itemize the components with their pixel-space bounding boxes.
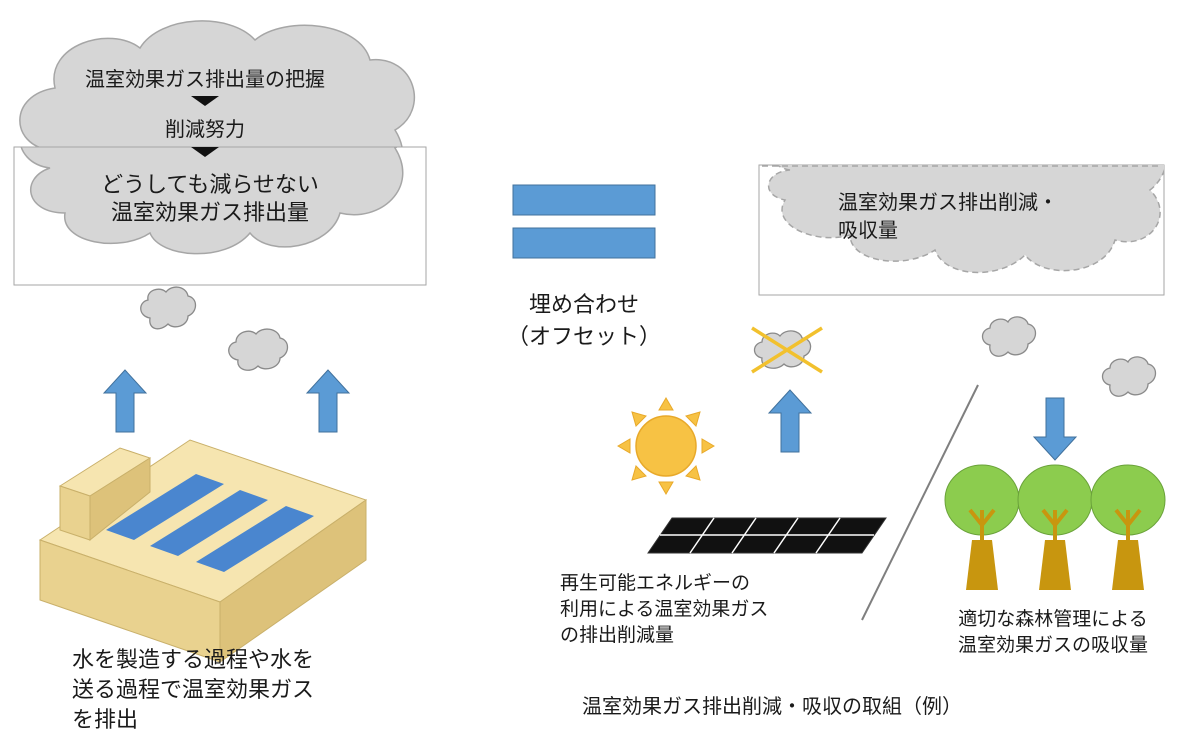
left-cloud-line3: どうしても減らせない 温室効果ガス排出量 [101, 173, 319, 226]
factory-panel-2 [150, 490, 268, 556]
tree-icon-3 [1090, 464, 1166, 590]
offset-label: 埋め合わせ （オフセット） [506, 293, 661, 350]
down-arrow-icon [1032, 397, 1078, 461]
left-cloud-icon [13, 20, 427, 286]
small-cloud-icon-3 [981, 316, 1037, 357]
bottom-caption: 温室効果ガス排出削減・吸収の取組（例） [582, 694, 962, 718]
renewable-caption: 再生可能エネルギーの 利用による温室効果ガス の排出削減量 [560, 572, 769, 646]
up-arrow-icon-2 [305, 369, 351, 433]
right-cloud-icon [758, 164, 1165, 296]
factory-caption: 水を製造する過程や水を 送る過程で温室効果ガス を排出 [72, 648, 315, 733]
forest-caption: 適切な森林管理による 温室効果ガスの吸収量 [957, 608, 1148, 656]
up-arrow-icon-3 [767, 389, 813, 453]
left-cloud-line1: 温室効果ガス排出量の把握 [85, 67, 325, 91]
left-cloud-line2: 削減努力 [165, 117, 245, 141]
sun-icon [617, 397, 715, 495]
factory-panel-3 [196, 506, 314, 572]
equals-icon [512, 184, 656, 259]
tree-icon-1 [944, 464, 1020, 590]
solar-panel-icon [647, 517, 887, 554]
up-arrow-icon-1 [102, 369, 148, 433]
factory-icon [38, 439, 368, 663]
small-cloud-icon-2 [228, 328, 289, 371]
small-cloud-icon-1 [140, 286, 197, 330]
down-triangle-icon-2 [191, 147, 219, 157]
crossed-cloud-icon [751, 326, 823, 374]
factory-panel-1 [106, 474, 224, 540]
divider-line [861, 384, 979, 621]
down-triangle-icon-1 [191, 96, 219, 106]
tree-icon-2 [1017, 464, 1093, 590]
right-cloud-text: 温室効果ガス排出削減・ 吸収量 [838, 190, 1058, 242]
small-cloud-icon-4 [1101, 356, 1157, 397]
